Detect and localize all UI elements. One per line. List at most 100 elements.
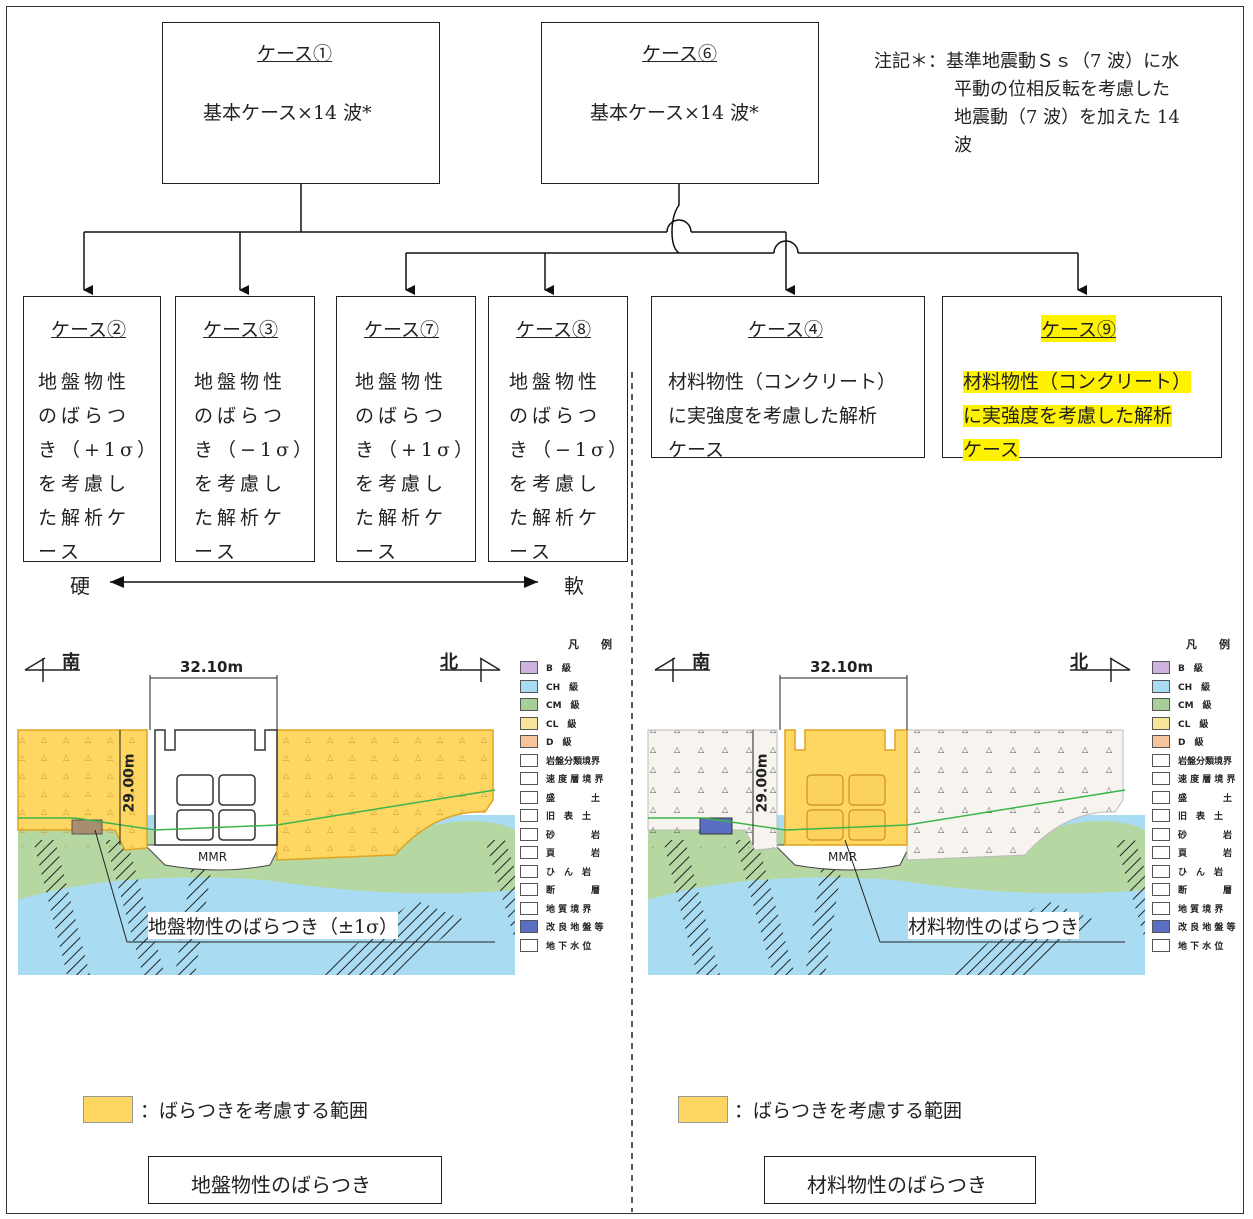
legend-swatch bbox=[1152, 883, 1170, 896]
case8-line: のばらつ bbox=[509, 405, 602, 427]
legend-swatch bbox=[1152, 790, 1170, 804]
legend-item: 断 層 bbox=[1152, 882, 1253, 898]
legend-item: 速 度 層 境 界 bbox=[1152, 771, 1253, 787]
legend-label: 頁 岩 bbox=[546, 849, 601, 859]
legend-label: CM 級 bbox=[1178, 701, 1212, 711]
right-height-dim: 29.00m bbox=[754, 753, 771, 813]
legend-label: 砂 岩 bbox=[546, 830, 601, 841]
legend-item: CH 級 bbox=[520, 679, 635, 695]
legend-item: B 級 bbox=[520, 660, 635, 676]
case3-line: た解析ケ bbox=[194, 507, 287, 529]
case2-line: た解析ケ bbox=[38, 507, 131, 529]
legend-label: 旧 表 土 bbox=[1178, 812, 1224, 822]
case7-line: き（+1σ） bbox=[355, 439, 477, 461]
legend-item: D 級 bbox=[520, 734, 635, 750]
case7-line: のばらつ bbox=[355, 405, 448, 427]
legend-swatch bbox=[520, 920, 538, 933]
case7-box: ケース⑦ 地盤物性 のばらつ き（+1σ） を考慮し た解析ケ ース bbox=[336, 296, 477, 563]
footnote-line4: 波 bbox=[954, 135, 972, 156]
legend-item: ひ ん 岩 bbox=[520, 864, 635, 880]
legend-item: 地 下 水 位 bbox=[520, 938, 635, 954]
legend-label: 断 層 bbox=[546, 886, 601, 896]
legend-label: 旧 表 土 bbox=[546, 812, 592, 822]
legend-item: 頁 岩 bbox=[1152, 845, 1253, 861]
case2-line: を考慮し bbox=[38, 473, 131, 495]
variation-swatch-right bbox=[678, 1096, 728, 1123]
legend-title: 凡 例 bbox=[568, 638, 612, 651]
case3-line: のばらつ bbox=[194, 405, 287, 427]
legend-label: 断 層 bbox=[1178, 886, 1233, 896]
right-south-label: 南 bbox=[692, 652, 710, 673]
legend-item: ひ ん 岩 bbox=[1152, 864, 1253, 880]
legend-label: 岩盤分類境界 bbox=[1178, 756, 1233, 767]
legend-item: 頁 岩 bbox=[520, 845, 635, 861]
legend-item: B 級 bbox=[1152, 660, 1253, 676]
outer-frame bbox=[6, 6, 1244, 1214]
legend-label: 盛 土 bbox=[546, 793, 601, 804]
case8-line: き（−1σ） bbox=[509, 439, 631, 461]
case9-title: ケース⑨ bbox=[1041, 315, 1117, 342]
left-footer-label: 地盤物性のばらつき bbox=[191, 1173, 371, 1197]
case2-box: ケース② 地盤物性 のばらつ き（+1σ） を考慮し た解析ケ ース bbox=[23, 296, 161, 563]
right-swatch-label: ：ばらつきを考慮する範囲 bbox=[734, 1100, 963, 1122]
case6-box: ケース⑥ 基本ケース×14 波* bbox=[541, 22, 819, 184]
legend-item: 砂 岩 bbox=[1152, 827, 1253, 843]
legend-item: 旧 表 土 bbox=[1152, 808, 1253, 824]
legend-label: 地 質 境 界 bbox=[546, 904, 592, 915]
legend-swatch bbox=[1152, 846, 1170, 859]
case3-line: ース bbox=[194, 541, 240, 563]
legend-label: CM 級 bbox=[546, 701, 580, 711]
legend-label: ひ ん 岩 bbox=[1178, 867, 1224, 878]
legend-swatch bbox=[520, 735, 538, 748]
legend-swatch bbox=[520, 790, 538, 804]
legend-label: 改 良 地 盤 等 bbox=[1178, 923, 1236, 933]
legend-item: CM 級 bbox=[520, 697, 635, 713]
legend-label: D 級 bbox=[546, 738, 572, 748]
legend-swatch bbox=[1152, 716, 1170, 730]
case4-line: 材料物性（コンクリート） bbox=[668, 371, 897, 393]
case3-box: ケース③ 地盤物性 のばらつ き（−1σ） を考慮し た解析ケ ース bbox=[175, 296, 315, 563]
legend-swatch bbox=[520, 661, 538, 674]
case8-line: を考慮し bbox=[509, 473, 602, 495]
legend-swatch bbox=[1152, 772, 1170, 785]
legend-label: 岩盤分類境界 bbox=[546, 756, 601, 767]
footnote-line3: 地震動（7 波）を加えた 14 bbox=[954, 107, 1180, 128]
case4-line: に実強度を考慮した解析 bbox=[668, 405, 878, 427]
footnote: 注記＊：基準地震動Ｓｓ（7 波）に水 平動の位相反転を考慮した 地震動（7 波）… bbox=[874, 48, 1180, 160]
case2-line: き（+1σ） bbox=[38, 439, 160, 461]
legend-swatch bbox=[520, 698, 538, 711]
case7-title: ケース⑦ bbox=[364, 319, 440, 341]
case1-box: ケース① 基本ケース×14 波* bbox=[162, 22, 440, 184]
legend-label: B 級 bbox=[546, 664, 571, 674]
legend-item: 速 度 層 境 界 bbox=[520, 771, 635, 787]
case3-text: 地盤物性 のばらつ き（−1σ） を考慮し た解析ケ ース bbox=[194, 365, 314, 569]
case4-box: ケース④ 材料物性（コンクリート） に実強度を考慮した解析 ケース bbox=[651, 296, 925, 461]
case3-line: 地盤物性 bbox=[194, 371, 287, 393]
soft-label: 軟 bbox=[564, 574, 584, 598]
case3-line: き（−1σ） bbox=[194, 439, 316, 461]
legend-item: CL 級 bbox=[1152, 716, 1253, 732]
legend-swatch bbox=[1152, 661, 1170, 674]
case4-line: ケース bbox=[668, 439, 725, 461]
hard-label: 硬 bbox=[70, 574, 90, 598]
legend-swatch bbox=[1152, 735, 1170, 748]
legend-swatch bbox=[520, 679, 538, 693]
legend-item: 地 下 水 位 bbox=[1152, 938, 1253, 954]
case3-title: ケース③ bbox=[203, 319, 279, 341]
left-height-dim: 29.00m bbox=[121, 753, 138, 813]
legend-item: 改 良 地 盤 等 bbox=[1152, 919, 1253, 935]
legend-label: 改 良 地 盤 等 bbox=[546, 923, 604, 933]
right-north-label: 北 bbox=[1070, 652, 1088, 673]
case3-line: を考慮し bbox=[194, 473, 287, 495]
right-footer-box: 材料物性のばらつき bbox=[764, 1156, 1036, 1204]
legend-item: 地 質 境 界 bbox=[520, 901, 635, 917]
legend-item: CM 級 bbox=[1152, 697, 1253, 713]
legend-swatch bbox=[520, 827, 538, 841]
left-footer-box: 地盤物性のばらつき bbox=[148, 1156, 442, 1204]
case7-line: た解析ケ bbox=[355, 507, 448, 529]
case1-title: ケース① bbox=[257, 43, 333, 65]
legend-label: 盛 土 bbox=[1178, 793, 1233, 804]
